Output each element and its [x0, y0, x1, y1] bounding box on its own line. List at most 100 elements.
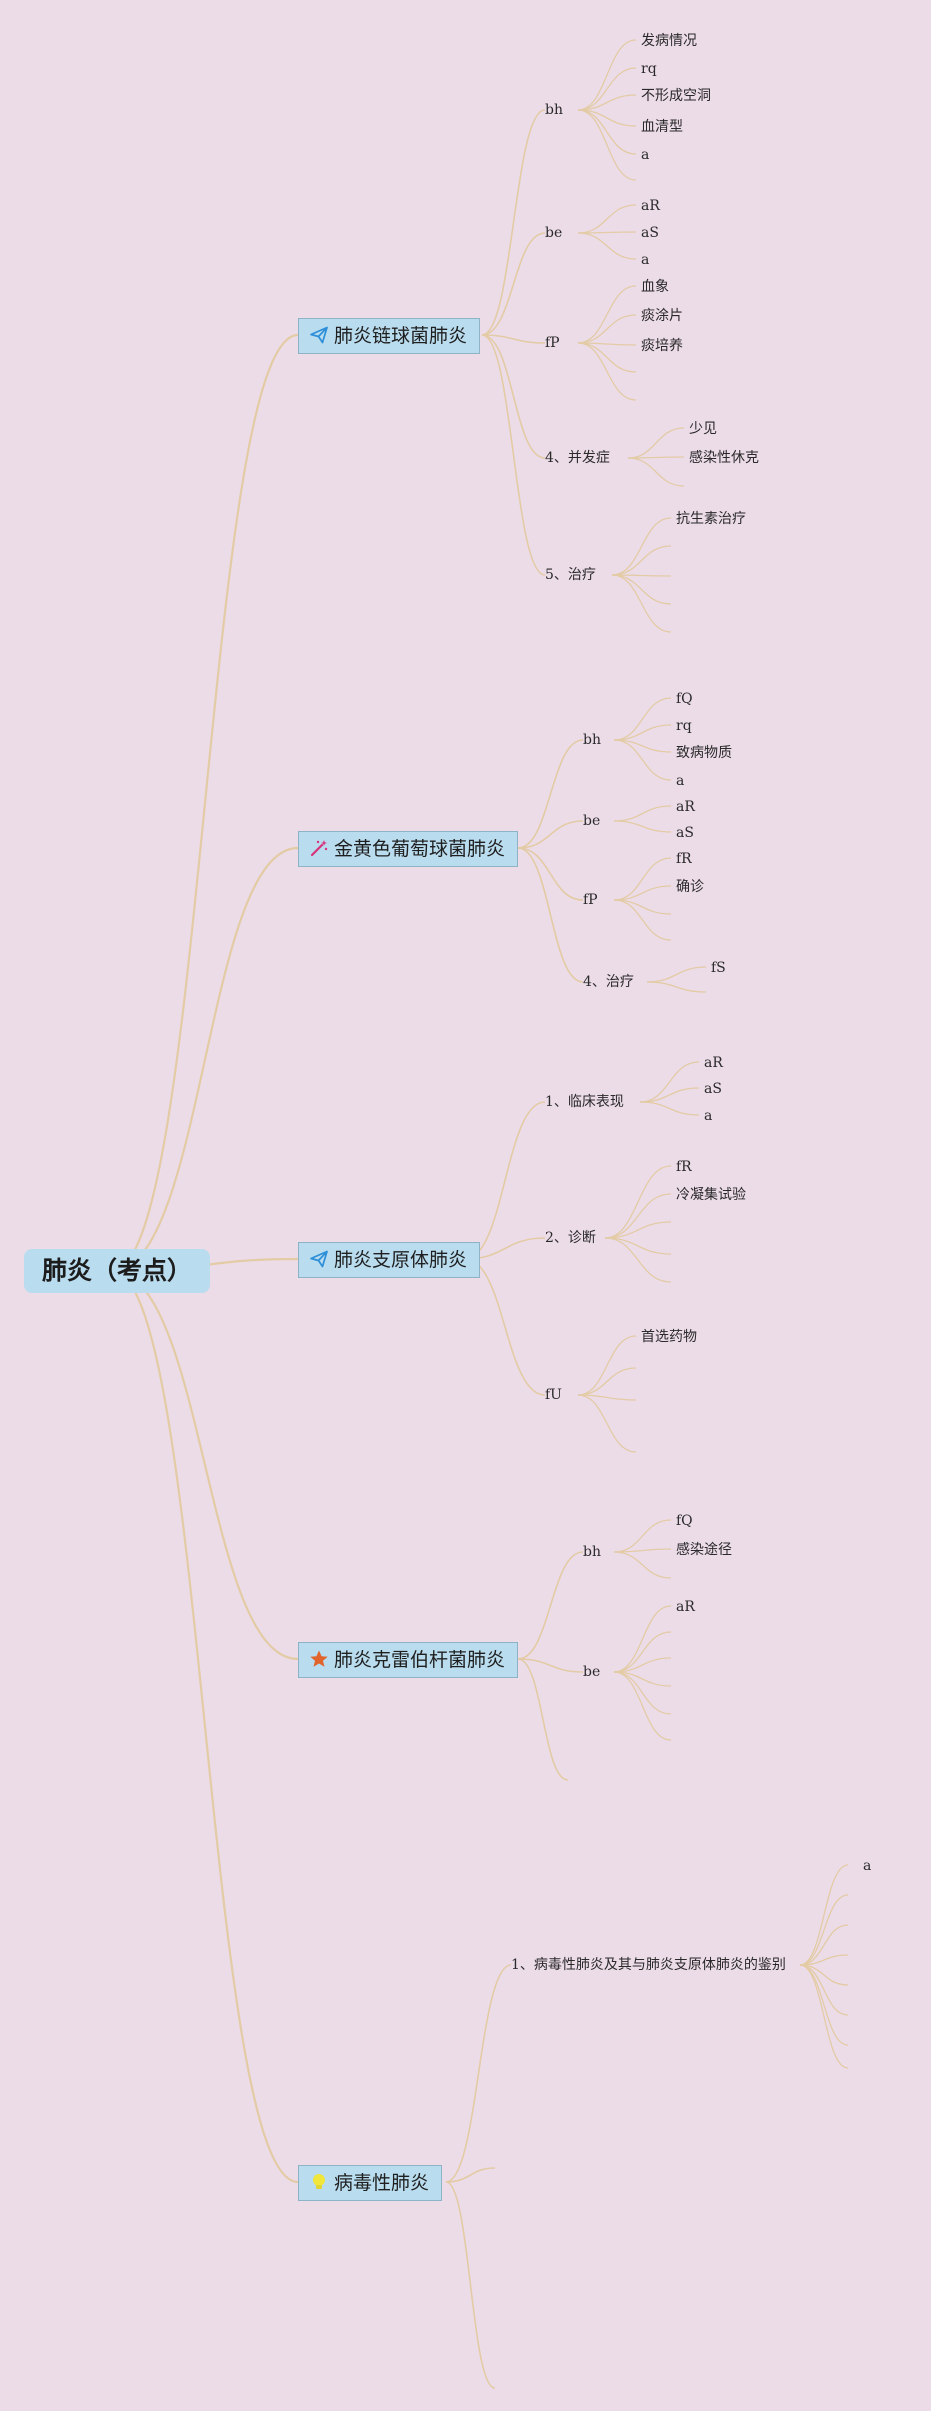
leaf-sputum-culture[interactable]: 痰培养: [641, 338, 683, 354]
leaf-connector: [613, 697, 672, 741]
leaf-connector: [577, 109, 637, 155]
branch-connector: [517, 847, 584, 901]
leaf-ar[interactable]: aR: [676, 799, 695, 815]
subtopic-complications[interactable]: 4、并发症: [545, 450, 610, 466]
leaf-no-cavity[interactable]: 不形成空洞: [641, 88, 711, 104]
leaf-connector: [613, 899, 672, 941]
leaf-connector: [613, 739, 672, 781]
leaf-connector: [577, 314, 637, 344]
leaf-as[interactable]: aS: [641, 225, 659, 241]
leaf-ar[interactable]: aR: [641, 198, 660, 214]
leaf-connector: [613, 1631, 672, 1673]
leaf-connector: [613, 1551, 672, 1579]
leaf-sputum-smear[interactable]: 痰涂片: [641, 308, 683, 324]
leaf-connector: [613, 1671, 672, 1715]
branch-viral-pneumonia[interactable]: 病毒性肺炎: [298, 2165, 443, 2201]
branch-klebsiella-pneumonia[interactable]: 肺炎克雷伯杆菌肺炎: [298, 1642, 519, 1678]
leaf-connector: [604, 1193, 672, 1239]
leaf-connector: [799, 1964, 849, 2069]
leaf-ar[interactable]: aR: [704, 1055, 723, 1071]
subtopic-fp[interactable]: fP: [583, 892, 598, 908]
branch-mycoplasma-pneumonia[interactable]: 肺炎支原体肺炎: [298, 1242, 481, 1278]
branch-connector: [481, 334, 546, 344]
root-connector: [111, 1269, 299, 2184]
branch-connector: [464, 1258, 546, 1396]
leaf-connector: [577, 342, 637, 373]
leaf-connector: [639, 1087, 700, 1103]
leaf-connector: [646, 981, 707, 993]
leaf-connector: [613, 885, 672, 901]
leaf-fq[interactable]: fQ: [676, 1513, 693, 1529]
leaf-pathogenic-substance[interactable]: 致病物质: [676, 745, 732, 761]
root-connector: [111, 1269, 299, 1661]
leaf-connector: [611, 517, 672, 576]
leaf-a[interactable]: a: [641, 147, 650, 163]
leaf-onset[interactable]: 发病情况: [641, 33, 697, 49]
leaf-connector: [627, 427, 685, 459]
leaf-connector: [577, 1367, 637, 1396]
branch-label: 肺炎克雷伯杆菌肺炎: [334, 1649, 506, 1671]
subtopic-bh[interactable]: bh: [583, 1544, 601, 1560]
leaf-as[interactable]: aS: [704, 1081, 722, 1097]
leaf-diagnosis[interactable]: 确诊: [676, 879, 704, 895]
root-topic-label: 肺炎（考点）: [42, 1256, 193, 1285]
leaf-first-choice-drug[interactable]: 首选药物: [641, 1329, 697, 1345]
leaf-rq[interactable]: rq: [641, 61, 657, 77]
subtopic-be[interactable]: be: [583, 1664, 601, 1680]
subtopic-treatment[interactable]: 5、治疗: [545, 567, 596, 583]
branch-staphylococcus-aureus-pneumonia[interactable]: 金黄色葡萄球菌肺炎: [298, 831, 519, 867]
branch-connector: [481, 232, 546, 336]
branch-connector: [517, 1658, 569, 1781]
branch-connector: [464, 1101, 546, 1260]
leaf-fr[interactable]: fR: [676, 1159, 692, 1175]
branch-label: 肺炎支原体肺炎: [334, 1249, 468, 1271]
leaf-antibiotics[interactable]: 抗生素治疗: [676, 511, 746, 527]
leaf-fr[interactable]: fR: [676, 851, 692, 867]
root-connector: [111, 846, 299, 1273]
leaf-connector: [577, 39, 637, 111]
subtopic-treatment[interactable]: 4、治疗: [583, 974, 634, 990]
leaf-a[interactable]: a: [863, 1858, 872, 1874]
leaf-serotype[interactable]: 血清型: [641, 119, 683, 135]
branch-pneumococcal-pneumonia[interactable]: 肺炎链球菌肺炎: [298, 318, 481, 354]
subtopic-be[interactable]: be: [545, 225, 563, 241]
subtopic-bh[interactable]: bh: [583, 732, 601, 748]
leaf-blood-picture[interactable]: 血象: [641, 279, 669, 295]
subtopic-diagnosis[interactable]: 2、诊断: [545, 1230, 596, 1246]
leaf-a[interactable]: a: [676, 773, 685, 789]
subtopic-fu[interactable]: fU: [545, 1387, 562, 1403]
leaf-a[interactable]: a: [704, 1108, 713, 1124]
subtopic-be[interactable]: be: [583, 813, 601, 829]
leaf-connector: [613, 1519, 672, 1553]
subtopic-fp[interactable]: fP: [545, 335, 560, 351]
leaf-connector: [799, 1954, 849, 1966]
subtopic-clinical-manifestation[interactable]: 1、临床表现: [545, 1094, 624, 1110]
leaf-as[interactable]: aS: [676, 825, 694, 841]
leaf-connector: [613, 805, 672, 822]
leaf-connector: [611, 545, 672, 576]
magic-wand-icon: [309, 838, 329, 858]
leaf-fs[interactable]: fS: [711, 960, 726, 976]
subtopic-viral-vs-mycoplasma-differentiation[interactable]: 1、病毒性肺炎及其与肺炎支原体肺炎的鉴别: [511, 1957, 786, 1973]
leaf-ar[interactable]: aR: [676, 1599, 695, 1615]
lightbulb-icon: [309, 2172, 329, 2192]
leaf-rq[interactable]: rq: [676, 718, 692, 734]
branch-connector: [517, 739, 584, 849]
branch-label: 病毒性肺炎: [334, 2172, 430, 2194]
leaf-fq[interactable]: fQ: [676, 691, 693, 707]
leaf-connector: [646, 966, 707, 983]
leaf-connector: [799, 1864, 849, 1966]
leaf-cold-agglutination-test[interactable]: 冷凝集试验: [676, 1187, 746, 1203]
leaf-rare[interactable]: 少见: [689, 421, 717, 437]
branch-connector: [481, 334, 546, 576]
subtopic-bh[interactable]: bh: [545, 102, 563, 118]
leaf-infection-route[interactable]: 感染途径: [676, 1542, 732, 1558]
branch-connector: [481, 109, 546, 336]
leaf-connector: [627, 457, 685, 487]
leaf-a[interactable]: a: [641, 252, 650, 268]
root-topic[interactable]: 肺炎（考点）: [24, 1249, 211, 1293]
leaf-connector: [639, 1061, 700, 1103]
leaf-septic-shock[interactable]: 感染性休克: [689, 450, 759, 466]
branch-connector: [445, 2167, 496, 2183]
branch-connector: [445, 1964, 512, 2183]
